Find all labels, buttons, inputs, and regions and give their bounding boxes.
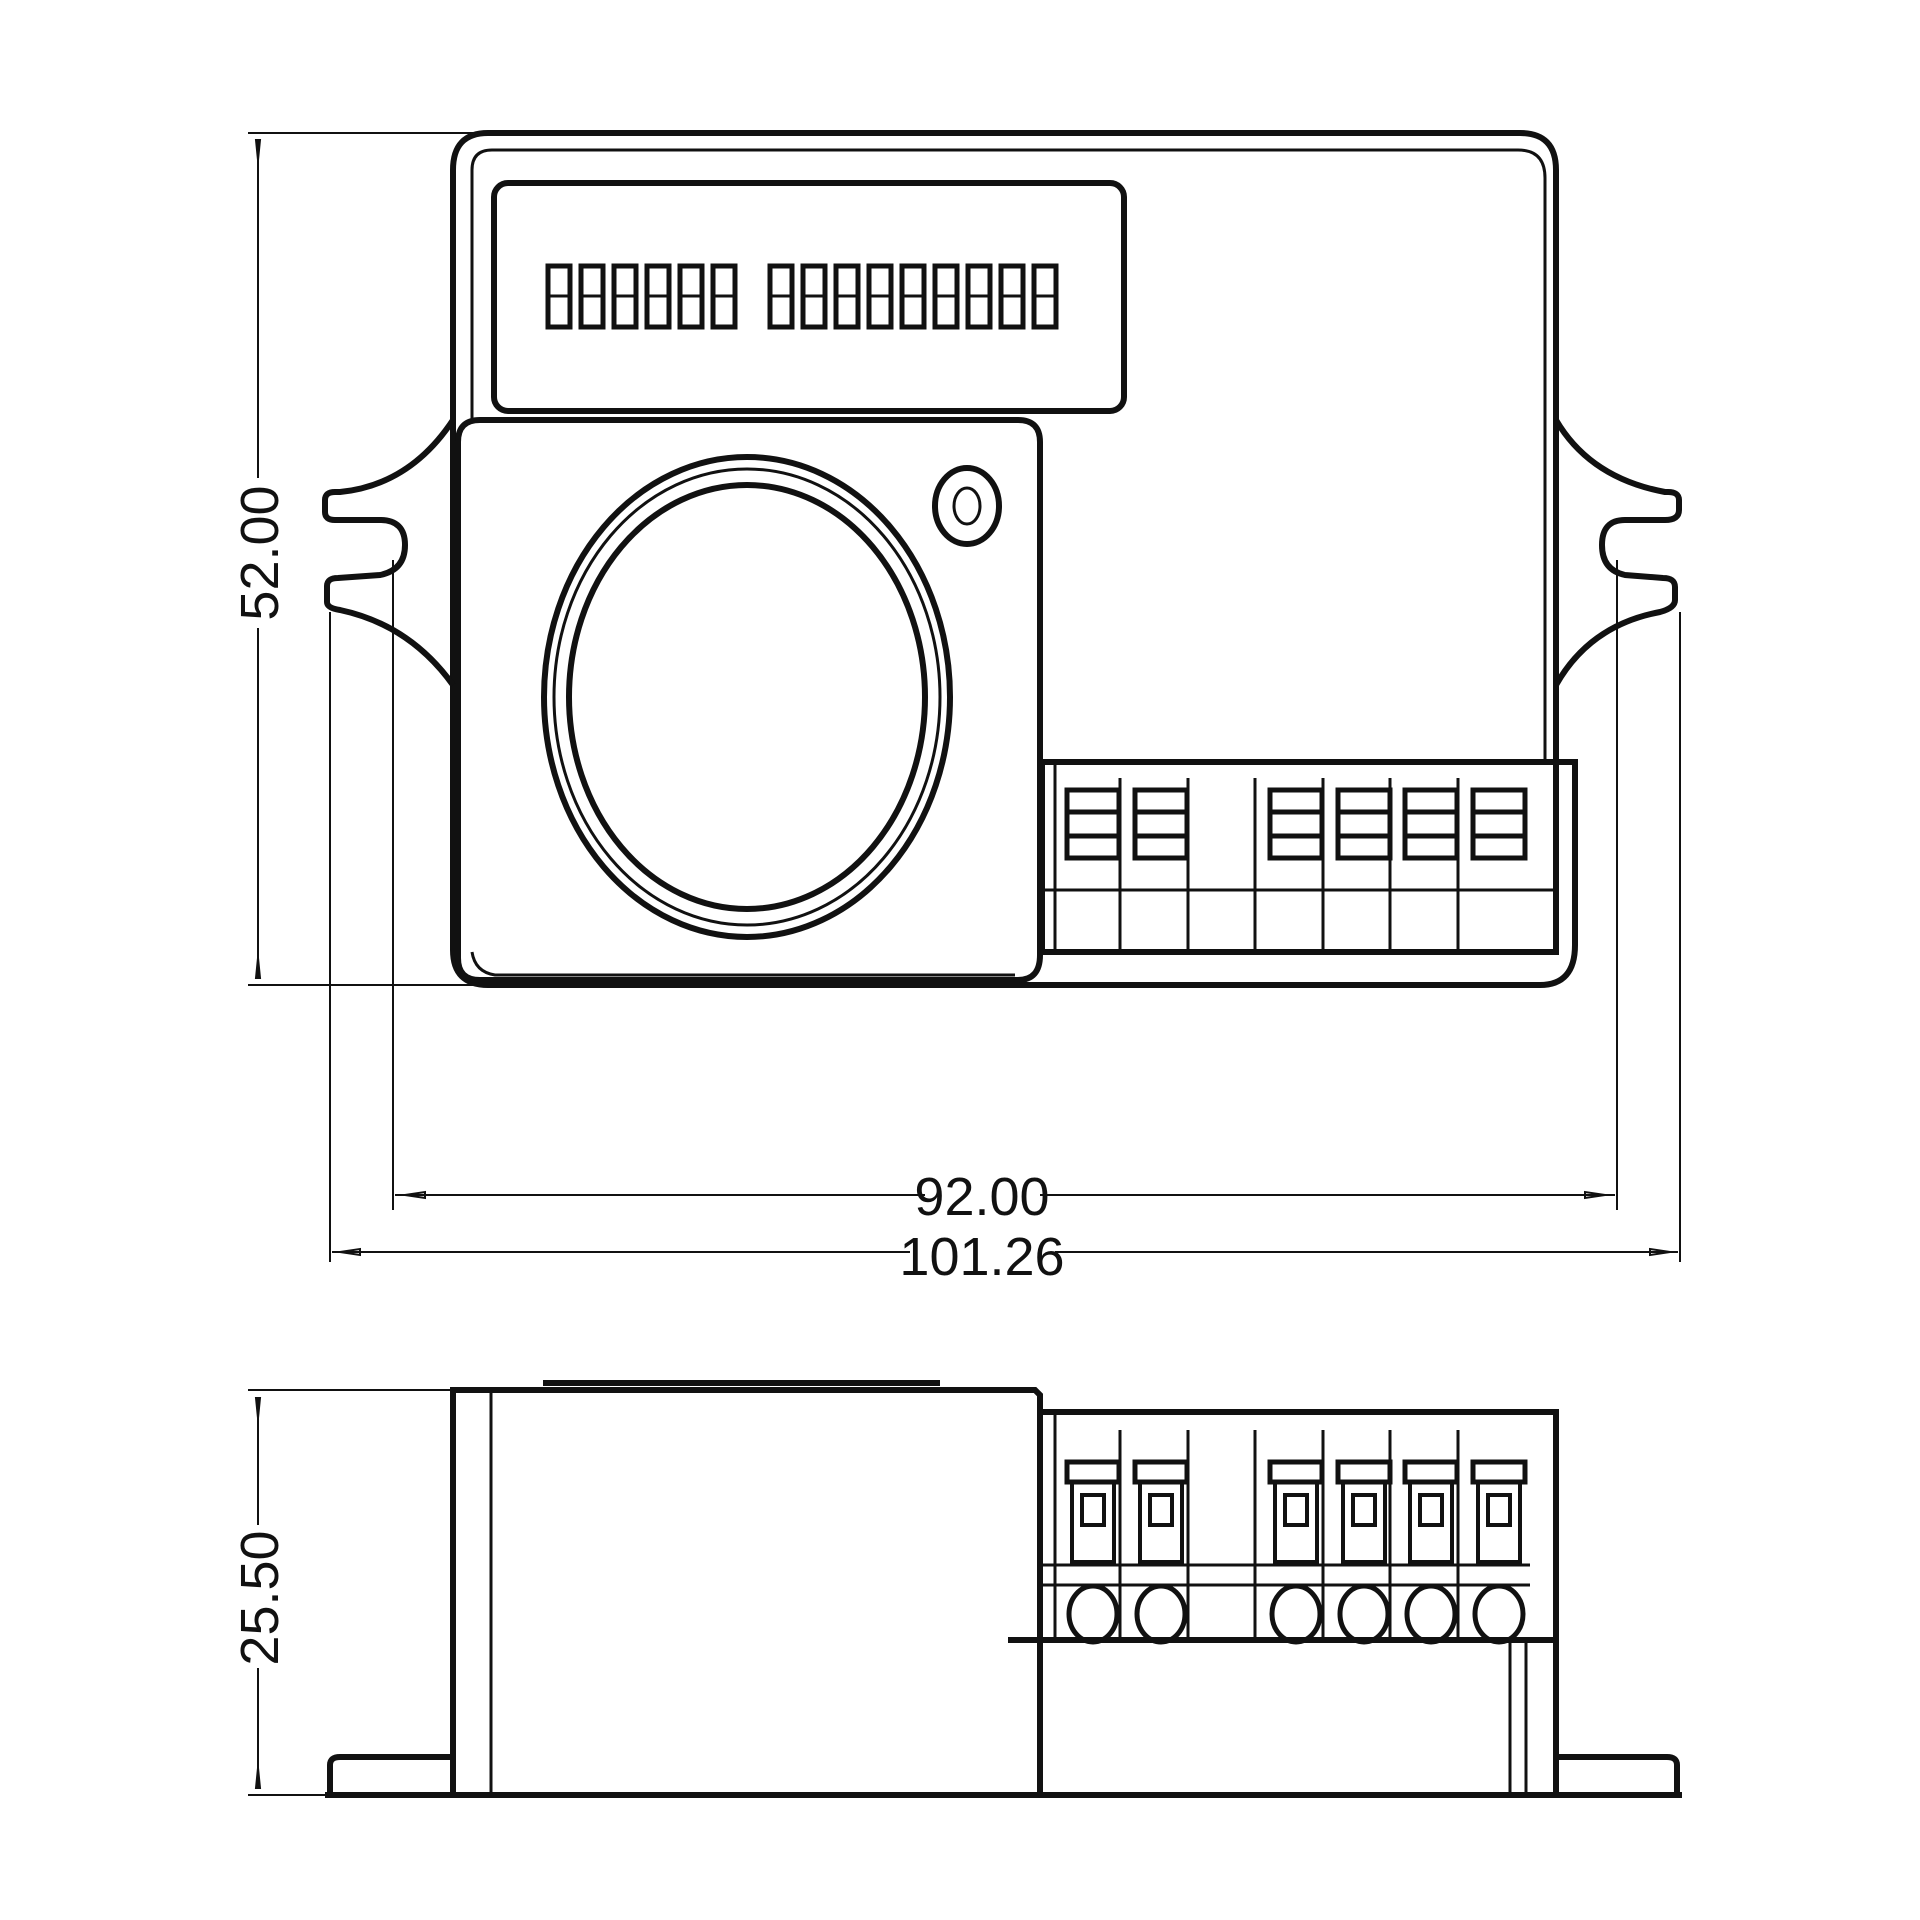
terminal-release-tab xyxy=(1335,1459,1393,1485)
terminal-release-tab xyxy=(1470,787,1528,861)
base-flange xyxy=(327,1754,1680,1795)
terminal-release-tab xyxy=(1132,1459,1190,1485)
terminal-release-tab xyxy=(1335,787,1393,861)
wire-entry-hole xyxy=(1134,1583,1188,1645)
dim-hole-spacing-label: 92.00 xyxy=(914,1167,1049,1227)
side-view: 25.50 xyxy=(230,1380,1682,1798)
label-placeholder-characters xyxy=(545,263,1059,330)
terminal-release-tab xyxy=(1470,1459,1528,1485)
dim-side-height: 25.50 xyxy=(230,1389,453,1796)
led-indicator-inner xyxy=(952,486,982,526)
sensor-lens-inner xyxy=(566,482,928,912)
terminal-screws-top xyxy=(1064,778,1528,950)
dim-top-height-label: 52.00 xyxy=(230,485,290,620)
label-plate xyxy=(491,180,1127,414)
dim-hole-spacing: 92.00 xyxy=(392,560,1618,1227)
dim-side-height-label: 25.50 xyxy=(230,1530,290,1665)
mounting-ear-left xyxy=(322,418,456,687)
wire-entry-hole xyxy=(1404,1583,1458,1645)
terminal-release-tab xyxy=(1267,1459,1325,1485)
side-terminal-housing xyxy=(1040,1409,1559,1795)
terminal-release-tab xyxy=(1267,787,1325,861)
housing-outline xyxy=(450,130,1578,988)
led-indicator xyxy=(932,465,1002,547)
terminal-release-tab xyxy=(1132,787,1190,861)
dim-top-height: 52.00 xyxy=(230,132,488,986)
wire-entry-hole xyxy=(1066,1583,1120,1645)
side-body xyxy=(450,1387,1043,1795)
top-view: 52.00 92.00 101.26 xyxy=(230,130,1682,1287)
wire-entry-hole xyxy=(1269,1583,1323,1645)
mounting-ear-right xyxy=(1553,418,1682,687)
terminal-release-tab xyxy=(1402,787,1460,861)
terminal-release-tab xyxy=(1064,787,1122,861)
terminal-release-tab xyxy=(1402,1459,1460,1485)
sensor-lens-outer xyxy=(541,454,953,940)
terminal-release-tab xyxy=(1064,1459,1122,1485)
sensor-block xyxy=(455,417,1043,983)
dim-overall-width-label: 101.26 xyxy=(899,1227,1064,1287)
wire-entry-hole xyxy=(1337,1583,1391,1645)
sensor-lens-ring xyxy=(552,467,942,927)
dim-overall-width: 101.26 xyxy=(329,612,1681,1287)
wire-entry-hole xyxy=(1472,1583,1526,1645)
terminal-screws-side xyxy=(1064,1430,1528,1645)
